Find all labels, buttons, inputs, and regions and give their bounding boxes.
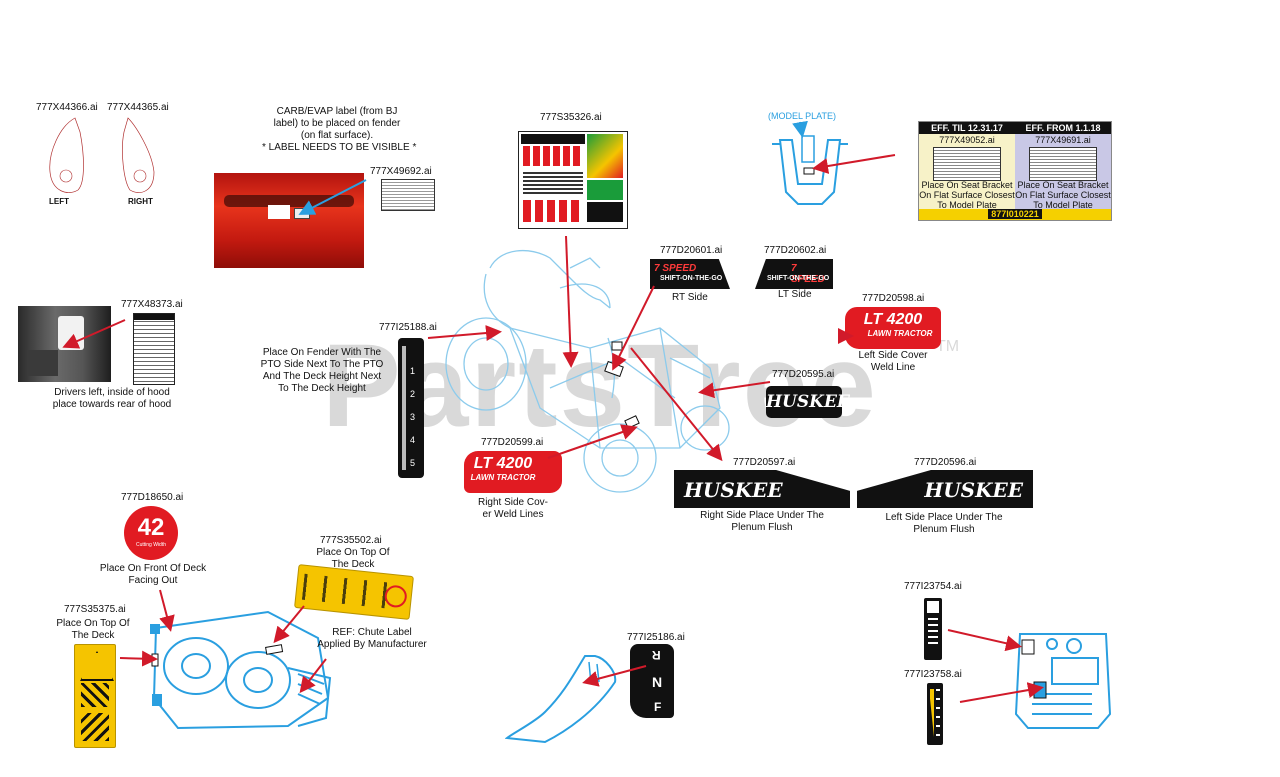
part-number-20596[interactable]: 777D20596.ai [914,457,977,468]
part-number-49692[interactable]: 777X49692.ai [370,166,432,177]
watermark-tm: TM [936,338,960,355]
choke-decal [927,683,943,745]
fender-decal-outlines [49,117,155,193]
lt-side-label: LT Side [778,289,812,300]
hood-photo [18,306,111,382]
huskee-decal-right: HUSKEE [674,470,850,508]
label-49691: 777X49691.ai Place On Seat Bracket On Fl… [1015,134,1111,210]
top-deck-note-2: Place On Top Of The Deck [56,618,130,641]
huskee-badge-small: HUSKEE [766,386,850,418]
throttle-decal [924,598,942,660]
eff-from-header: EFF. FROM 1.1.18 [1015,122,1111,134]
part-number-23754[interactable]: 777I23754.ai [904,581,962,592]
left-cover-note: Left Side Cover Weld Line [858,350,928,373]
model-plate-label: (MODEL PLATE) [768,111,837,121]
part-number-49052[interactable]: 777X49052.ai [939,135,995,145]
part-number-20599[interactable]: 777D20599.ai [481,437,544,448]
part-number-10221[interactable]: 877I010221 [919,209,1111,220]
deck-warning-vertical [74,644,116,748]
seat-note-left: Place On Seat Bracket On Flat Surface Cl… [919,180,1015,210]
fender-note: Place On Fender With The PTO Side Next T… [260,347,384,394]
hood-label-image [133,313,175,385]
part-number-20601[interactable]: 777D20601.ai [660,245,723,256]
front-deck-note: Place On Front Of Deck Facing Out [99,563,207,586]
right-cover-note: Right Side Cov- er Weld Lines [477,497,549,520]
pedal-outline [505,655,617,744]
huskee-decal-left: HUSKEE [857,470,1033,508]
eff-til-header: EFF. TIL 12.31.17 [919,122,1015,134]
carb-note: CARB/EVAP label (from BJ label) to be pl… [262,106,417,153]
carb-label-spot [268,205,290,219]
lt4200-badge-right: LT 4200 LAWN TRACTOR [464,451,562,493]
emission-labels-panel: EFF. TIL 12.31.17 EFF. FROM 1.1.18 777X4… [918,121,1112,221]
carb-label-image [381,179,435,211]
fender-photo [214,173,364,268]
deck-height-decal: 1 2 3 4 5 [398,338,424,478]
chute-note: REF: Chute Label Applied By Manufacturer [317,627,427,650]
cutting-width-badge: 42 Cutting Width [124,506,178,560]
part-number-44366[interactable]: 777X44366.ai [36,102,98,113]
gear-decal: R N F [630,644,674,718]
part-number-44365[interactable]: 777X44365.ai [107,102,169,113]
part-number-25186[interactable]: 777I25186.ai [627,632,685,643]
part-number-35375[interactable]: 777S35375.ai [64,604,126,615]
speed-decal-rt: 7 SPEED SHIFT-ON-THE-GO [650,259,730,289]
label-49052: 777X49052.ai Place On Seat Bracket On Fl… [919,134,1015,210]
part-number-35326[interactable]: 777S35326.ai [540,112,602,123]
part-number-20595[interactable]: 777D20595.ai [772,369,835,380]
part-number-35502[interactable]: 777S35502.ai [320,535,382,546]
deck-height-numbers: 1 2 3 4 5 [410,366,416,468]
lt4200-badge-left: LT 4200 LAWN TRACTOR [845,307,941,349]
drivers-note: Drivers left, inside of hood place towar… [52,387,172,410]
right-plenum-note: Right Side Place Under The Plenum Flush [700,510,824,533]
dash-panel-outline [1014,633,1112,729]
part-number-23758[interactable]: 777I23758.ai [904,669,962,680]
safety-label-image [518,131,628,229]
left-label: LEFT [49,197,69,206]
seat-bracket-outline [772,135,848,205]
rt-side-label: RT Side [672,292,708,303]
part-number-25188[interactable]: 777I25188.ai [379,322,437,333]
hood-label-spot [58,316,84,350]
part-number-20598[interactable]: 777D20598.ai [862,293,925,304]
right-label: RIGHT [128,197,153,206]
part-number-18650[interactable]: 777D18650.ai [121,492,184,503]
part-number-49691[interactable]: 777X49691.ai [1035,135,1091,145]
top-deck-note: Place On Top Of The Deck [316,547,390,570]
part-number-20597[interactable]: 777D20597.ai [733,457,796,468]
speed-decal-lt: 7 SPEED SHIFT-ON-THE-GO [755,259,833,289]
part-number-20602[interactable]: 777D20602.ai [764,245,827,256]
seat-note-right: Place On Seat Bracket On Flat Surface Cl… [1015,180,1111,210]
left-plenum-note: Left Side Place Under The Plenum Flush [885,512,1003,535]
part-number-48373[interactable]: 777X48373.ai [121,299,183,310]
